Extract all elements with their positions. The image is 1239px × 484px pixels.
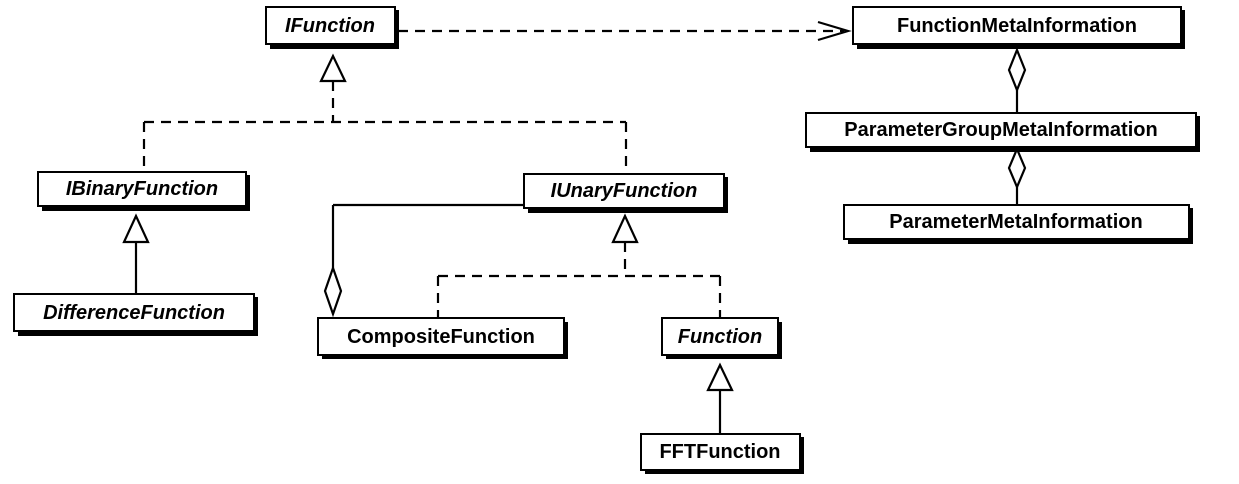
class-iunaryfunction-label: IUnaryFunction	[551, 180, 698, 202]
class-parametergroupmetainformation-label: ParameterGroupMetaInformation	[844, 119, 1157, 141]
generalization-triangle-ibinary	[122, 213, 150, 244]
generalization-triangle-function	[706, 362, 734, 392]
class-function-label: Function	[678, 326, 762, 348]
class-functionmetainformation-label: FunctionMetaInformation	[897, 15, 1137, 37]
class-functionmetainformation[interactable]: FunctionMetaInformation	[852, 6, 1185, 49]
class-fftfunction[interactable]: FFTFunction	[640, 433, 804, 474]
dependency-ifunction-to-functionmetainformation	[398, 20, 852, 42]
realization-tree-iunary	[436, 213, 722, 318]
class-iunaryfunction[interactable]: IUnaryFunction	[523, 173, 728, 213]
class-parametermetainformation[interactable]: ParameterMetaInformation	[843, 204, 1193, 244]
aggregation-diamond-pgmeta	[1007, 146, 1027, 190]
class-parametermetainformation-label: ParameterMetaInformation	[889, 211, 1142, 233]
class-function[interactable]: Function	[661, 317, 782, 359]
aggregation-composite-iunary	[323, 203, 524, 318]
realization-triangle-iunary	[611, 213, 639, 244]
class-parametergroupmetainformation[interactable]: ParameterGroupMetaInformation	[805, 112, 1200, 152]
aggregation-diamond-fmeta	[1007, 47, 1027, 93]
generalization-difference-to-ibinary	[122, 213, 150, 294]
class-differencefunction-label: DifferenceFunction	[43, 302, 225, 324]
class-ibinaryfunction-label: IBinaryFunction	[66, 178, 218, 200]
realization-tree-ifunction	[142, 53, 628, 174]
class-compositefunction-label: CompositeFunction	[347, 326, 535, 348]
aggregation-diamond-composite	[323, 264, 343, 318]
class-differencefunction[interactable]: DifferenceFunction	[13, 293, 258, 336]
class-ifunction-label: IFunction	[285, 15, 375, 37]
realization-triangle-ifunction	[319, 53, 347, 83]
generalization-fft-to-function	[706, 362, 734, 434]
class-ibinaryfunction[interactable]: IBinaryFunction	[37, 171, 250, 211]
class-fftfunction-label: FFTFunction	[659, 441, 780, 463]
aggregation-pgmeta-pmeta	[1007, 146, 1027, 205]
aggregation-fmeta-pgmeta	[1007, 47, 1027, 113]
class-ifunction[interactable]: IFunction	[265, 6, 399, 49]
class-compositefunction[interactable]: CompositeFunction	[317, 317, 568, 359]
